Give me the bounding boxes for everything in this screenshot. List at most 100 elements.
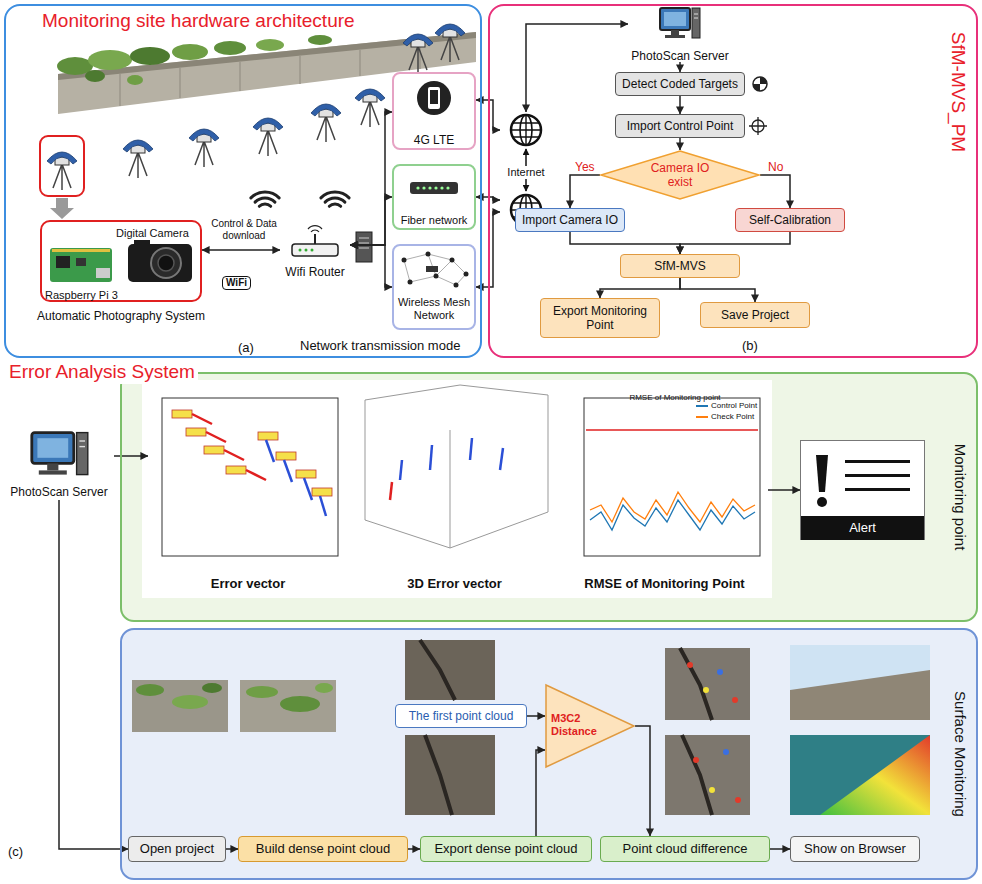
fiber-device bbox=[434, 186, 437, 189]
digital-camera bbox=[128, 244, 192, 282]
process-box: SfM-MVS bbox=[620, 254, 740, 278]
wifi-signal bbox=[251, 192, 279, 198]
edge-label: Yes bbox=[573, 160, 597, 174]
error-vector-chart bbox=[186, 428, 206, 436]
tripod-camera bbox=[403, 34, 433, 72]
node-text: Import Camera IO bbox=[522, 213, 618, 227]
node-text: Monitoring point bbox=[951, 444, 969, 551]
alert-icon bbox=[800, 440, 925, 540]
router: Wifi Router bbox=[280, 226, 350, 280]
wifi-signal bbox=[259, 204, 270, 206]
error-vector-chart bbox=[192, 414, 266, 480]
process-box: Open project bbox=[128, 836, 226, 862]
connector-arrow bbox=[770, 848, 790, 850]
edge-label: Control & Data download bbox=[206, 218, 282, 242]
connector-arrow bbox=[226, 848, 238, 850]
tripod-camera bbox=[189, 129, 219, 167]
chart-title: RMSE of Monitoring point bbox=[629, 393, 720, 403]
point-cloud-photo bbox=[425, 735, 452, 815]
coded-target-icon bbox=[760, 77, 767, 84]
router-icon bbox=[292, 226, 338, 256]
error-vector-chart bbox=[224, 450, 244, 460]
fiber-device bbox=[416, 186, 419, 189]
error-vector-3d-chart bbox=[365, 385, 548, 548]
digital-camera bbox=[151, 248, 181, 278]
coded-target-icon bbox=[753, 77, 767, 91]
node-text: Show on Browser bbox=[804, 841, 906, 857]
connector-arrow bbox=[536, 750, 545, 836]
server: PhotoScan Server bbox=[4, 430, 114, 500]
group-caption: Network transmission mode bbox=[300, 338, 460, 354]
process-box: Show on Browser bbox=[790, 836, 920, 862]
node-text: Export dense point cloud bbox=[434, 841, 577, 857]
point-cloud-photo bbox=[405, 640, 495, 700]
section-title: Error Analysis System bbox=[6, 361, 198, 384]
difference-photo bbox=[687, 662, 693, 668]
raspberry-pi bbox=[52, 249, 110, 252]
zoom-arrow bbox=[50, 198, 74, 219]
band-ground bbox=[120, 372, 978, 622]
fiber-device bbox=[428, 186, 431, 189]
node-text: The first point cloud bbox=[409, 709, 514, 723]
error-vector-chart bbox=[246, 470, 266, 480]
error-vector-3d-chart bbox=[390, 482, 392, 500]
connector-arrow bbox=[679, 62, 681, 72]
node-text: PhotoScan Server bbox=[10, 485, 107, 499]
alert-icon bbox=[845, 474, 910, 477]
node-text: Open project bbox=[140, 841, 214, 857]
node-text: Camera IO exist bbox=[638, 161, 722, 190]
band-ground bbox=[120, 628, 978, 880]
tripod-camera bbox=[123, 140, 153, 178]
wall-photo bbox=[172, 695, 208, 709]
raspberry-pi bbox=[50, 248, 112, 282]
wall-photo bbox=[315, 683, 333, 693]
device-box: Digital CameraRaspberry Pi 3Automatic Ph… bbox=[40, 220, 202, 302]
connector-arrow bbox=[760, 175, 790, 208]
wifi-signal bbox=[329, 204, 340, 206]
node-text: Wireless Mesh Network bbox=[394, 296, 474, 322]
router-icon bbox=[305, 249, 308, 252]
browser-view bbox=[790, 735, 930, 815]
alert-icon bbox=[817, 497, 827, 507]
wifi-signal bbox=[325, 198, 345, 202]
wall-photo bbox=[308, 35, 332, 45]
wifi-signal bbox=[321, 192, 349, 198]
wall-photo bbox=[256, 39, 284, 51]
band: Monitoring pointError vector3D Error vec… bbox=[120, 372, 978, 622]
node-text: Fiber network bbox=[401, 214, 468, 227]
mesh-network bbox=[402, 252, 469, 288]
node-text: SfM-MVS_PM bbox=[947, 32, 970, 152]
error-vector-chart bbox=[204, 446, 224, 454]
difference-photo bbox=[732, 697, 738, 703]
error-vector-chart bbox=[266, 440, 326, 516]
router-icon bbox=[308, 226, 322, 232]
difference-photo bbox=[687, 662, 741, 803]
fiber-device bbox=[410, 182, 458, 194]
point-cloud-photo bbox=[420, 640, 455, 700]
network-box: 4G LTE bbox=[392, 72, 476, 150]
error-vector-chart bbox=[226, 466, 246, 474]
node-text: Build dense point cloud bbox=[256, 841, 390, 857]
node-text: 4G LTE bbox=[414, 133, 454, 147]
chart-ground bbox=[142, 380, 772, 598]
process-box: Save Project bbox=[700, 302, 810, 328]
wall-photo bbox=[136, 684, 164, 696]
connector-arrow bbox=[679, 96, 681, 114]
alert-icon bbox=[845, 488, 910, 491]
browser-view bbox=[790, 670, 930, 720]
connector-arrow bbox=[679, 138, 681, 150]
band: Surface MonitoringOpen projectBuild dens… bbox=[120, 628, 978, 880]
node-text: 3D Error vector bbox=[407, 576, 502, 592]
tripod-camera bbox=[253, 118, 283, 156]
process-box: Detect Coded Targets bbox=[615, 72, 745, 96]
mesh-network bbox=[464, 272, 469, 277]
node-text: Internet bbox=[505, 166, 546, 179]
fiber-device bbox=[440, 186, 443, 189]
coded-target-icon bbox=[753, 84, 760, 91]
browser-view bbox=[820, 735, 930, 815]
alert-icon bbox=[845, 460, 910, 463]
node-text: Import Control Point bbox=[627, 119, 734, 133]
error-vector-chart bbox=[276, 452, 296, 460]
process-box: Import Camera IO bbox=[515, 208, 625, 232]
